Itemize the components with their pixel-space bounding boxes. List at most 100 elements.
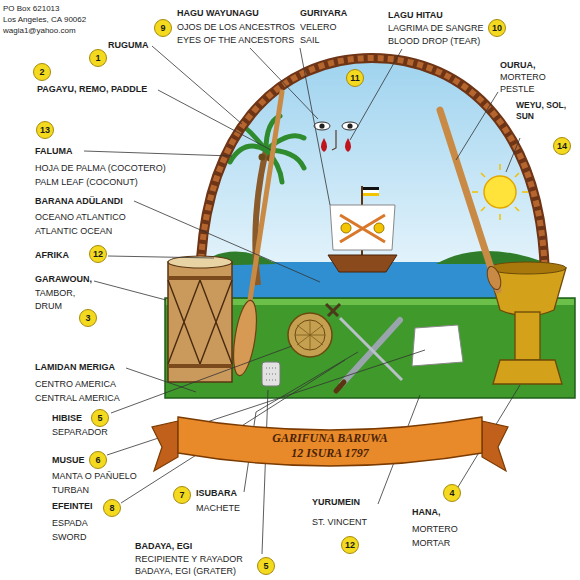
leader-line	[94, 281, 166, 300]
label-text: ST. VINCENT	[312, 517, 367, 528]
callout-number-text: 1	[95, 53, 100, 63]
mortar-rim	[488, 262, 566, 274]
label-anchor: ST. VINCENT	[312, 517, 367, 528]
callout-number-text: 12	[93, 249, 103, 259]
label-text: SEPARADOR	[52, 427, 108, 438]
label-text: MANTA O PAÑUELO	[52, 471, 137, 482]
label-anchor: OCEANO ATLANTICO	[35, 212, 126, 223]
label-text: EYES OF THE ANCESTORS	[177, 35, 294, 46]
sun-ray	[481, 173, 485, 177]
callout-number: 5	[91, 409, 109, 427]
label-text: TURBAN	[52, 485, 89, 496]
garifuna-term: EFEINTEI	[52, 501, 93, 512]
ancestor-eye	[342, 122, 358, 130]
callout-number-text: 9	[160, 23, 165, 33]
garifuna-term: LAGU HITAU	[388, 10, 443, 21]
callout-number: 9	[154, 19, 172, 37]
turban-cloth	[412, 325, 463, 366]
callout-number: 12	[89, 245, 107, 263]
garifuna-term: WEYU, SOL, SUN	[516, 100, 576, 122]
label-anchor: GARAWOUN,	[35, 274, 92, 285]
leader-line	[126, 368, 196, 392]
pestle-end	[485, 265, 504, 292]
label-text: BADAYA, EGI (GRATER)	[135, 566, 236, 577]
leader-line	[158, 90, 271, 150]
garifuna-term: AFRIKA	[35, 250, 69, 261]
label-anchor: PALM LEAF (COCONUT)	[35, 177, 138, 188]
sun-ray	[481, 207, 485, 211]
callout-number-text: 7	[179, 490, 184, 500]
label-anchor: RECIPIENTE Y RAYADOR	[135, 554, 243, 565]
sun-ray	[515, 173, 519, 177]
garifuna-term: BARANA ADÜLANDI	[35, 196, 123, 207]
label-anchor: MANTA O PAÑUELO	[52, 471, 137, 482]
label-anchor: CENTRAL AMERICA	[35, 393, 120, 404]
coconut	[259, 154, 266, 161]
label-anchor: HOJA DE PALMA (COCOTERO)	[35, 163, 166, 174]
label-anchor: PO Box 621013	[3, 3, 59, 14]
garifuna-term: OURUA,	[500, 60, 536, 71]
label-text: LAGRIMA DE SANGRE	[388, 23, 484, 34]
callout-number: 5	[257, 557, 275, 575]
sail-disc	[374, 223, 384, 233]
garifuna-term: PAGAYU, REMO, PADDLE	[37, 84, 147, 95]
label-text: SWORD	[52, 532, 87, 543]
sun	[484, 176, 516, 208]
label-anchor: RUGUMA	[108, 40, 149, 51]
leader-line	[300, 48, 330, 205]
callout-number: 13	[36, 121, 54, 139]
sun-ray	[499, 164, 501, 170]
label-text: wagia1@yahoo.com	[3, 25, 76, 36]
sun-ray	[522, 191, 528, 193]
leader-line	[456, 92, 498, 160]
sword-hilt	[326, 304, 338, 316]
garifuna-term: HIBISE	[52, 413, 82, 424]
flag-stripe	[363, 187, 379, 190]
palm-leaf	[230, 146, 266, 162]
label-anchor: CENTRO AMERICA	[35, 379, 116, 390]
label-anchor: wagia1@yahoo.com	[3, 25, 76, 36]
separador-shield	[288, 313, 332, 357]
sail-disc	[341, 223, 351, 233]
label-text: MORTERO	[500, 72, 546, 83]
paddle-shaft	[250, 92, 282, 300]
label-anchor: LAGRIMA DE SANGRE	[388, 23, 484, 34]
ribbon-tail	[152, 421, 178, 471]
label-anchor: ISUBARA	[196, 488, 237, 499]
label-anchor: HIBISE	[52, 413, 82, 424]
label-anchor: SWORD	[52, 532, 87, 543]
label-anchor: BARANA ADÜLANDI	[35, 196, 123, 207]
callout-number-text: 14	[557, 141, 567, 151]
label-anchor: PESTLE	[500, 84, 535, 95]
sun-rays	[472, 164, 528, 220]
ribbon-text-box: GARIFUNA BARUWA12 ISURA 1797	[150, 431, 510, 461]
garifuna-term: GURIYARA	[300, 8, 347, 19]
label-text: PO Box 621013	[3, 3, 59, 14]
callout-number-text: 10	[492, 23, 502, 33]
drum-band	[168, 276, 232, 280]
ribbon-text: 12 ISURA 1797	[150, 446, 510, 461]
label-text: SAIL	[300, 35, 320, 46]
garifuna-term: GARAWOUN,	[35, 274, 92, 285]
ribbon-tail	[482, 421, 508, 471]
label-anchor: LAMIDAN MERIGA	[35, 362, 115, 373]
pestle	[440, 110, 498, 290]
garifuna-term: FALUMA	[35, 146, 73, 157]
label-anchor: LAGU HITAU	[388, 10, 443, 21]
callout-number: 11	[346, 69, 364, 87]
label-text: ESPADA	[52, 518, 88, 529]
flag-stripe	[363, 190, 379, 193]
drum-body	[168, 262, 232, 382]
callout-number: 10	[488, 19, 506, 37]
ancestor-eye	[314, 122, 330, 130]
sword-blade	[340, 318, 402, 380]
separador-weave	[295, 320, 325, 350]
callout-number: 8	[103, 499, 121, 517]
leader-line	[84, 151, 232, 156]
leader-line	[108, 256, 214, 258]
label-text: PESTLE	[500, 84, 535, 95]
callout-number-text: 6	[95, 455, 100, 465]
callout-number-text: 5	[97, 413, 102, 423]
ancestor-iris	[347, 123, 352, 128]
